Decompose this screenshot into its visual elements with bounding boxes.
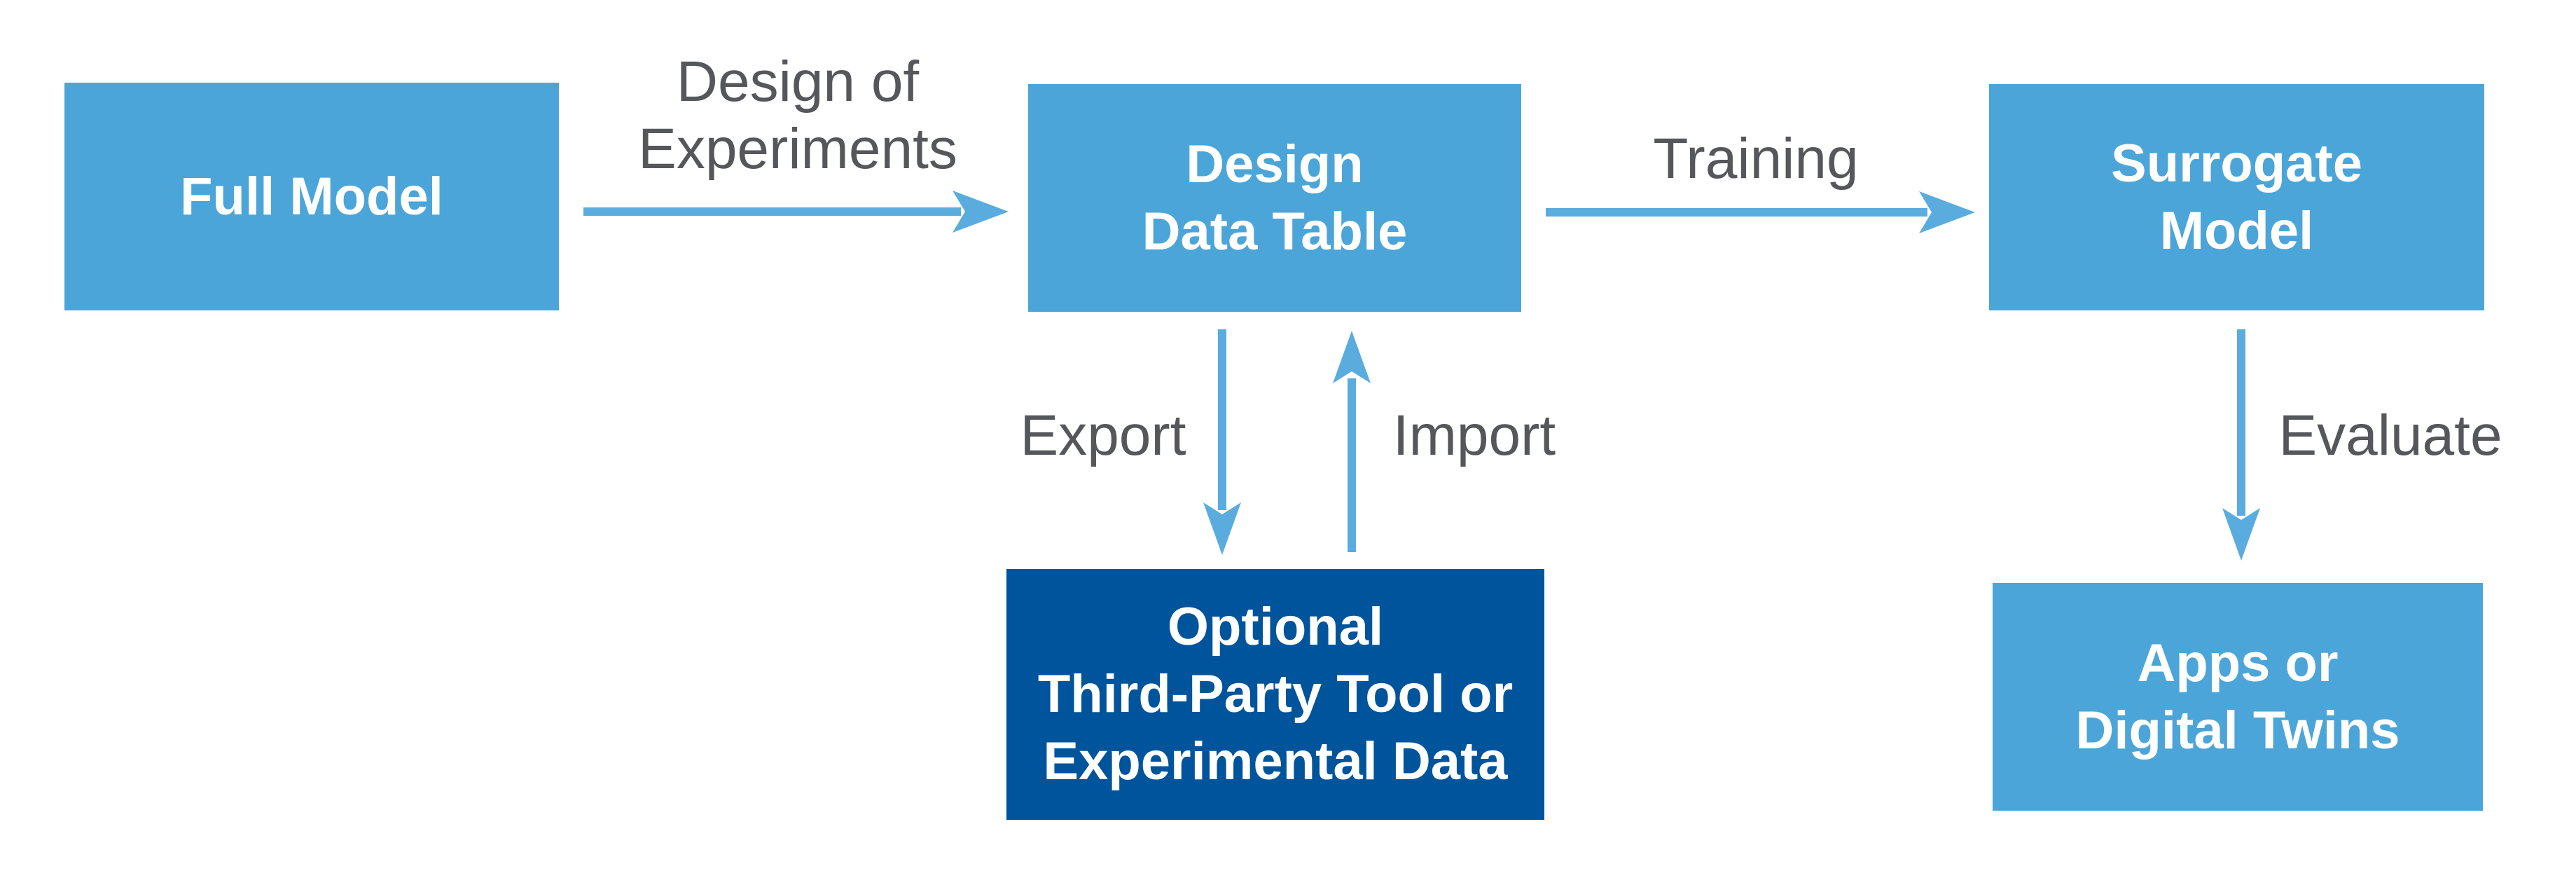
node-third-party-tool: Optional Third-Party Tool or Experimenta… [1006,569,1544,820]
training-edge-label: Training [1653,127,1859,191]
import-edge-label: Import [1392,404,1556,467]
node-surrogate-model-label: Surrogate Model [2111,133,2362,261]
evaluate-edge-label: Evaluate [2278,404,2502,467]
export-edge-label: Export [1020,404,1186,467]
import-arrow-icon [1333,331,1371,552]
node-apps-digital-twins: Apps or Digital Twins [1993,583,2483,811]
design-of-experiments-edge-label: Design of Experiments [638,50,957,181]
node-design-data-table: Design Data Table [1028,84,1521,312]
evaluate-arrow-icon [2222,329,2260,561]
design-of-experiments-arrow-icon [583,191,1009,233]
training-arrow-icon [1546,191,1975,233]
node-surrogate-model: Surrogate Model [1989,84,2484,310]
node-apps-digital-twins-label: Apps or Digital Twins [2075,633,2400,760]
node-full-model-label: Full Model [180,166,443,226]
node-third-party-tool-label: Optional Third-Party Tool or Experimenta… [1037,597,1514,791]
export-arrow-icon [1203,329,1241,555]
node-full-model: Full Model [64,83,559,310]
node-design-data-table-label: Design Data Table [1142,134,1408,261]
